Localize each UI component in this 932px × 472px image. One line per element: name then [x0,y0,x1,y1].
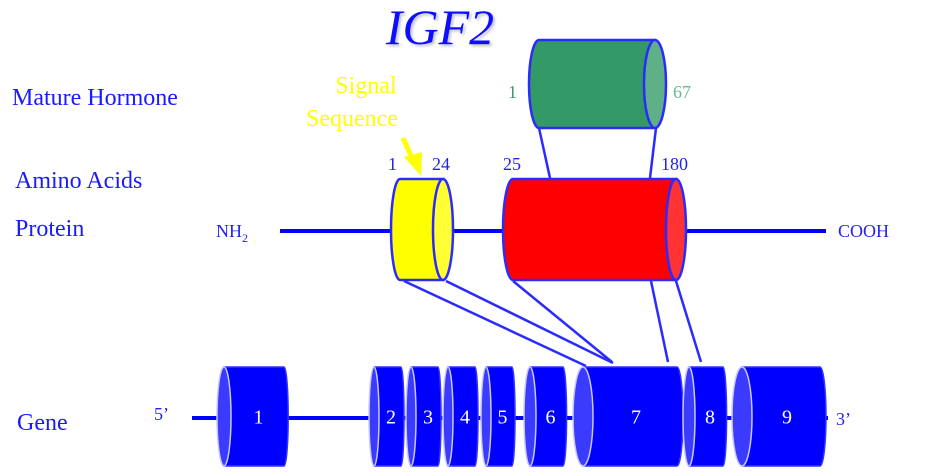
exon-number-label: 5 [498,407,508,429]
exon-number-label: 2 [386,407,396,429]
exon-cap [523,366,537,467]
three-prime-label: 3’ [836,409,851,429]
exon-5: 5 [480,366,516,467]
exon-cap [216,366,232,467]
signal-sequence-label-line1: Signal [335,73,397,99]
exon-cap [368,366,380,467]
exon-cap [731,366,753,467]
label-gene: Gene [17,410,68,436]
exon-number-label: 9 [782,407,792,429]
exon-6: 6 [523,366,568,467]
mature-hormone-end: 67 [673,82,691,102]
exon-body [223,366,289,467]
exon-cap [572,366,594,467]
five-prime-label: 5’ [154,404,169,424]
prohormone-end-aa: 180 [661,154,688,174]
exon-cap [480,366,492,467]
signal-start-aa: 1 [388,154,397,174]
label-amino-acids: Amino Acids [15,168,142,194]
exon-3: 3 [405,366,442,467]
exon-1: 1 [216,366,289,467]
exon-cap [405,366,417,467]
mature-hormone-start: 1 [508,82,517,102]
diagram-title: IGF2 [385,0,494,55]
exon-8: 8 [682,366,728,467]
exon-body [529,366,568,467]
exon-number-label: 7 [631,407,641,429]
connector-hormone-right [648,127,658,179]
protein-gene-connectors [403,279,703,368]
n-terminus-label: NH2 [216,221,248,245]
signal-end-aa: 24 [432,154,450,174]
label-mature-hormone: Mature Hormone [12,85,178,111]
exon-number-label: 8 [705,407,715,429]
signal-arrow-icon [400,136,422,176]
c-terminus-label: COOH [838,221,889,241]
exon-cap [442,366,454,467]
exon-body [447,366,479,467]
exon-body [410,366,442,467]
exon-number-label: 6 [546,407,556,429]
exon-body [741,366,827,467]
exon-cap [682,366,696,467]
exon-body [373,366,405,467]
label-protein: Protein [15,216,84,242]
exon-2: 2 [368,366,405,467]
exon-body [688,366,728,467]
exon-group: 1 2 3 4 5 6 7 8 9 [216,366,827,467]
mature-hormone-cylinder [527,38,668,130]
exon-number-label: 3 [423,407,433,429]
exon-body [485,366,516,467]
connector-hormone-left [537,127,552,179]
exon-9: 9 [731,366,827,467]
prohormone-start-aa: 25 [503,154,521,174]
exon-4: 4 [442,366,479,467]
signal-sequence-cylinder [389,177,455,282]
exon-number-label: 4 [460,407,470,429]
prohormone-cylinder [501,177,688,282]
exon-number-label: 1 [254,407,264,429]
exon-7: 7 [572,366,684,467]
signal-sequence-label-line2: Sequence [306,106,398,132]
